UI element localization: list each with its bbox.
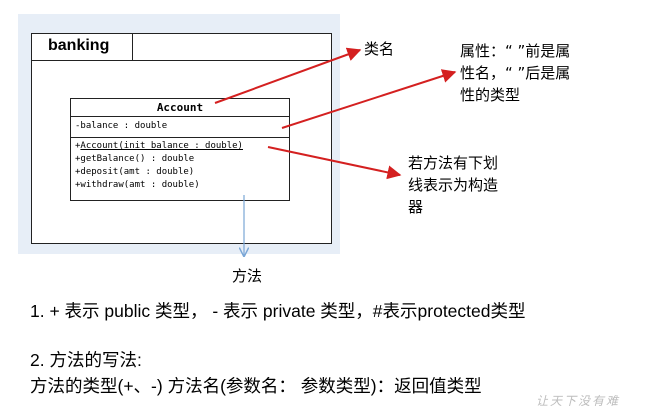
- package-tab: banking: [32, 34, 133, 61]
- class-name: Account: [156, 101, 204, 114]
- arrow-class-name: [214, 47, 362, 104]
- watermark: 让天下没有难: [536, 394, 621, 408]
- method-prefix: +: [75, 141, 81, 151]
- label-attribute-2: 性名，“ ”后是属: [460, 64, 571, 82]
- class-method: +getBalance() : double: [75, 154, 195, 164]
- label-constructor-1: 若方法有下划: [408, 154, 499, 172]
- class-divider-bottom: [71, 137, 289, 138]
- label-attribute-3: 性的类型: [460, 86, 521, 104]
- package-name: banking: [48, 37, 110, 54]
- note-line-3: 方法的类型(+、-) 方法名(参数名： 参数类型)：返回值类型: [30, 376, 482, 396]
- class-attribute: -balance : double: [75, 121, 168, 131]
- label-method: 方法: [232, 267, 263, 285]
- note-line-2: 2. 方法的写法:: [30, 350, 142, 370]
- class-method: +withdraw(amt : double): [75, 180, 200, 190]
- class-divider-top: [71, 116, 289, 117]
- label-class-name: 类名: [364, 40, 395, 58]
- note-line-1: 1. + 表示 public 类型， - 表示 private 类型，#表示pr…: [30, 301, 526, 321]
- class-box-account: Account -balance : double +Account(init_…: [70, 98, 290, 201]
- label-constructor-2: 线表示为构造: [408, 176, 499, 194]
- package-divider: [132, 60, 331, 61]
- method-name-underlined: Account(init_balance : double): [80, 141, 243, 151]
- class-method: +deposit(amt : double): [75, 167, 195, 177]
- arrow-attribute: [281, 69, 457, 129]
- label-attribute-1: 属性：“ ”前是属: [460, 42, 571, 60]
- arrow-constructor: [267, 146, 402, 180]
- class-method-constructor: +Account(init_balance : double): [75, 141, 243, 152]
- label-constructor-3: 器: [408, 198, 424, 216]
